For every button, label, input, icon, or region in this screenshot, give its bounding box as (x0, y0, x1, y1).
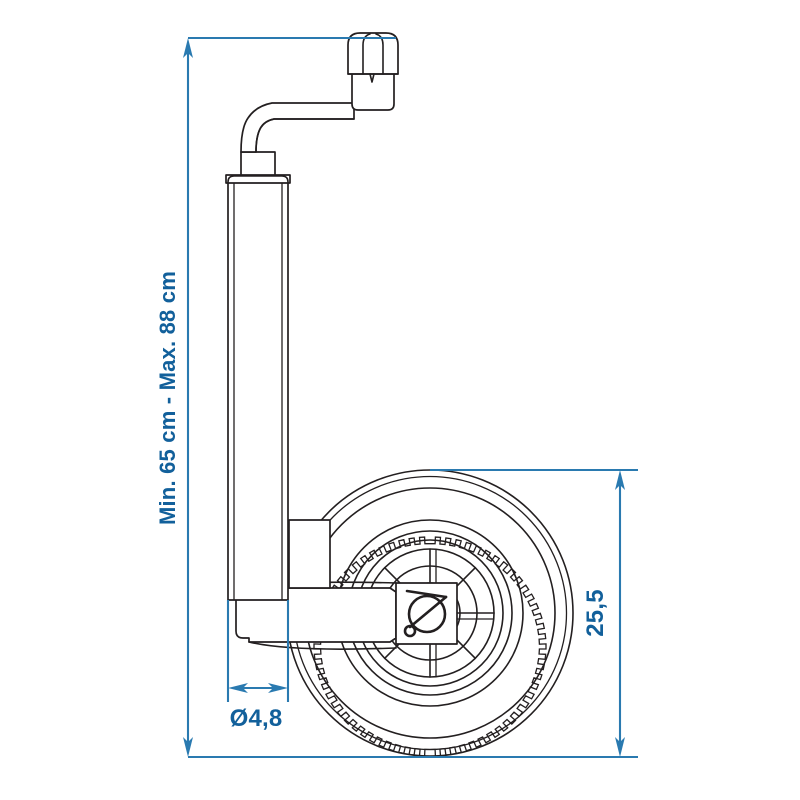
dia-arrow-left (228, 683, 248, 693)
fork-lower-sweep (248, 641, 397, 650)
crank-arm-inner-line (255, 118, 355, 153)
crank-arm (240, 102, 355, 176)
valve-stem (405, 589, 448, 599)
wheel-dia-arrow-bottom (615, 737, 625, 757)
dia-arrow-right (268, 683, 288, 693)
crank-stem-lower (240, 151, 276, 176)
dimension-height-range: Min. 65 cm - Max. 88 cm (155, 36, 430, 759)
tread-zigzag (313, 536, 547, 757)
tire-valve (403, 589, 448, 638)
fork-tube-stub (288, 519, 331, 589)
dimension-tube-diameter: Ø4,8 (226, 600, 290, 732)
tube-top-cap (227, 175, 289, 183)
crank-bent-arm (240, 102, 355, 153)
valve-body-circle (407, 594, 447, 634)
support-tube (225, 174, 291, 601)
wheel-diameter-label: 25,5 (582, 589, 609, 637)
tube-body (227, 181, 289, 601)
height-arrow-top (183, 38, 193, 58)
knob-shaft (351, 71, 395, 111)
tube-diameter-label: Ø4,8 (230, 705, 283, 732)
knob-center-pin (369, 73, 375, 83)
dimension-wheel-diameter: 25,5 (430, 468, 638, 759)
knob-cap (347, 32, 399, 75)
height-arrow-bottom (183, 737, 193, 757)
valve-slash (408, 595, 448, 629)
wheel-dia-arrow-top (615, 470, 625, 490)
crank-handle-knob (347, 32, 399, 111)
height-range-label: Min. 65 cm - Max. 88 cm (155, 271, 180, 525)
valve-nub (403, 624, 417, 638)
